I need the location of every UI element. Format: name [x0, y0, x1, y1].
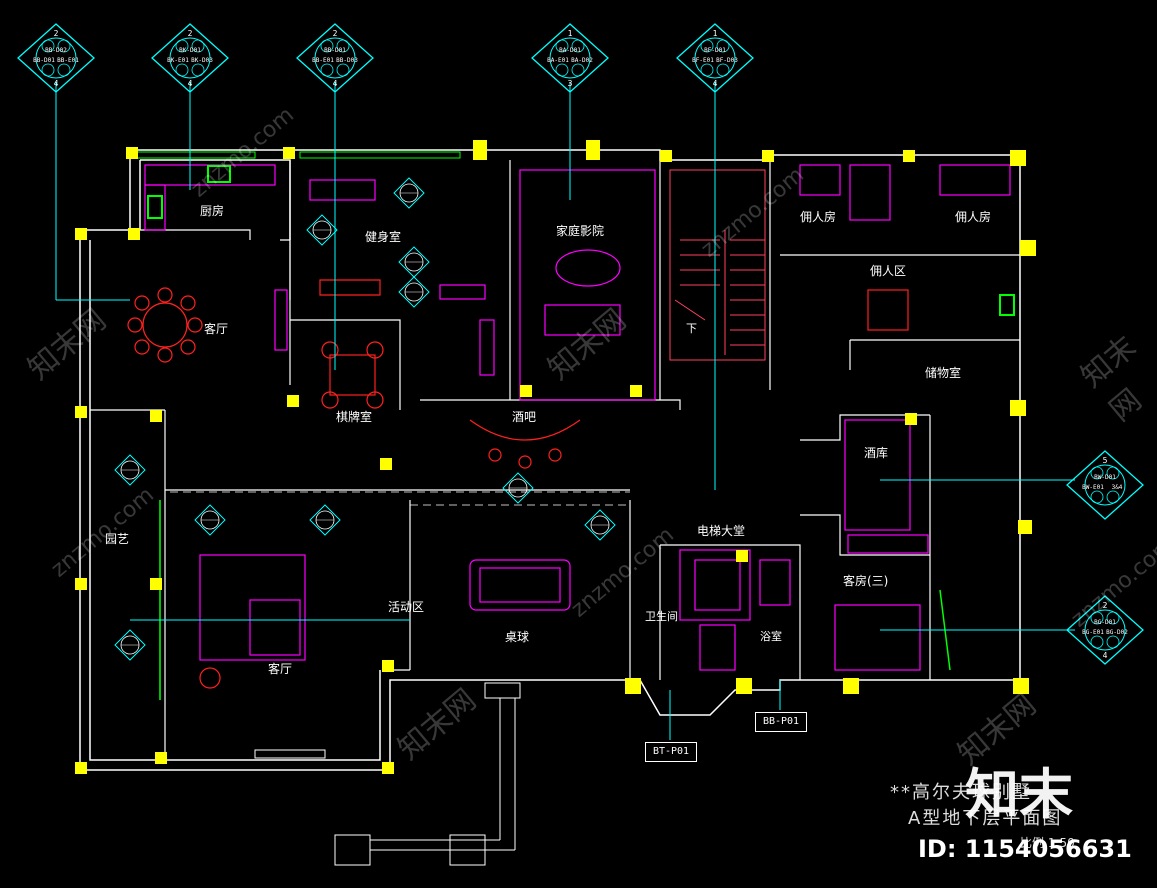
section-marker: [398, 276, 430, 308]
marker-number-bottom: 4: [188, 79, 193, 88]
marker-code: BA-E01: [547, 57, 569, 64]
marker-code: BG-D02: [1106, 629, 1128, 636]
outer-walls: [79, 149, 1021, 771]
inner-walls: [90, 160, 1020, 760]
marker-code: BK-E01: [167, 57, 189, 64]
section-marker: [502, 472, 534, 504]
marker-code: BB-D02: [45, 47, 67, 54]
marker-code: BK-D01: [179, 47, 201, 54]
marker-code: BG-E01: [1082, 629, 1104, 636]
marker-number-top: 2: [333, 29, 338, 38]
section-marker: [194, 504, 226, 536]
section-marker: [114, 454, 146, 486]
marker-number-bottom: 4: [713, 79, 718, 88]
marker-number-top: 2: [1103, 601, 1108, 610]
section-marker: [306, 214, 338, 246]
marker-code: BK-D03: [191, 57, 213, 64]
marker-code: BB-D01: [33, 57, 55, 64]
marker-code: 3&4: [1112, 484, 1123, 491]
section-marker: [398, 246, 430, 278]
section-marker: [309, 504, 341, 536]
marker-number-top: 2: [188, 29, 193, 38]
structural-columns: [75, 140, 1036, 774]
bottom-window: [254, 682, 521, 866]
marker-number-top: 1: [568, 29, 573, 38]
marker-code: BW-D01: [1094, 474, 1116, 481]
section-markers: [114, 177, 616, 661]
section-marker: [114, 629, 146, 661]
marker-number-top: 1: [713, 29, 718, 38]
marker-code: BB-D03: [336, 57, 358, 64]
marker-code: BB-E01: [57, 57, 79, 64]
green-fixtures: [134, 151, 1015, 700]
fixture-outlines: [144, 164, 1011, 671]
marker-number-bottom: 4: [333, 79, 338, 88]
section-marker: [584, 509, 616, 541]
marker-code: BB-E01: [312, 57, 334, 64]
marker-number-top: 5: [1103, 456, 1108, 465]
leader-lines: [55, 82, 1075, 740]
section-marker: [393, 177, 425, 209]
zone-lines: [170, 491, 630, 506]
marker-code: BA-D01: [559, 47, 581, 54]
marker-number-bottom: 3: [568, 79, 573, 88]
marker-code: BF-D01: [704, 47, 726, 54]
marker-code: BB-D01: [324, 47, 346, 54]
marker-code: BF-E01: [692, 57, 714, 64]
furniture: [127, 279, 909, 689]
marker-number-bottom: 4: [1103, 651, 1108, 660]
stairs: [669, 169, 766, 361]
marker-code: BA-D02: [571, 57, 593, 64]
marker-number-bottom: 4: [54, 79, 59, 88]
marker-code: BG-D01: [1094, 619, 1116, 626]
marker-code: BW-E01: [1082, 484, 1104, 491]
marker-number-top: 2: [54, 29, 59, 38]
marker-code: BF-D03: [716, 57, 738, 64]
